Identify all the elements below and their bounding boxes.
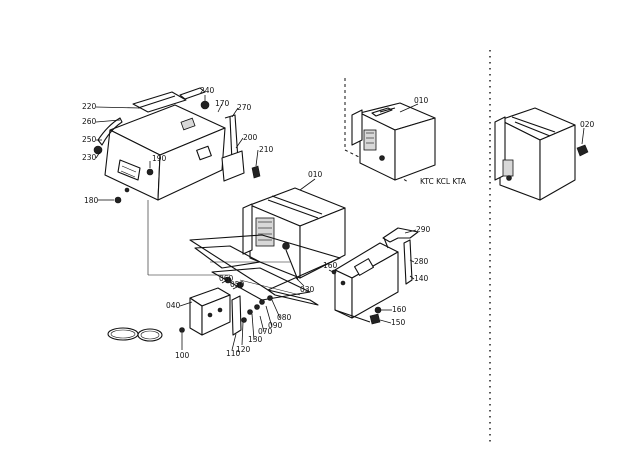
label-140: 140	[414, 274, 429, 283]
control-bracket	[179, 276, 273, 336]
label-240: 240	[200, 86, 215, 95]
variant-note: KTC KCL KTA	[420, 177, 467, 186]
label-230: 230	[82, 153, 97, 162]
variant-panel-unit	[351, 102, 436, 181]
label-010-top: 010	[414, 96, 429, 105]
label-250: 250	[82, 135, 97, 144]
label-260: 260	[82, 117, 97, 126]
label-220: 220	[82, 102, 97, 111]
label-290: 290	[416, 225, 431, 234]
label-180: 180	[84, 196, 99, 205]
label-190: 190	[152, 154, 167, 163]
label-170: 170	[215, 99, 230, 108]
label-160-a: 160	[323, 261, 338, 270]
badge-pair	[107, 327, 163, 342]
label-010-center: 010	[308, 170, 323, 179]
label-070: 070	[258, 327, 273, 336]
label-080: 080	[277, 313, 292, 322]
label-270: 270	[237, 103, 252, 112]
right-panel-unit	[494, 107, 589, 201]
engine-cover-assembly	[93, 87, 261, 204]
label-210: 210	[259, 145, 274, 154]
variant-bracket-line	[344, 78, 409, 183]
label-150: 150	[391, 318, 406, 327]
label-030: 030	[300, 285, 315, 294]
base-plate	[189, 234, 341, 306]
label-160-b: 160	[392, 305, 407, 314]
label-020: 020	[580, 120, 595, 129]
leader-lines	[95, 95, 585, 351]
label-060: 060	[219, 274, 234, 283]
label-130: 130	[248, 335, 263, 344]
part-labels: 220 260 250 230 240 170 270 200 210 190 …	[82, 86, 595, 360]
side-cover	[331, 227, 419, 325]
label-050: 050	[230, 280, 245, 289]
label-110: 110	[226, 349, 241, 358]
label-200: 200	[243, 133, 258, 142]
label-100: 100	[175, 351, 190, 360]
label-280: 280	[414, 257, 429, 266]
label-040: 040	[166, 301, 181, 310]
label-090: 090	[268, 321, 283, 330]
label-120: 120	[236, 345, 251, 354]
